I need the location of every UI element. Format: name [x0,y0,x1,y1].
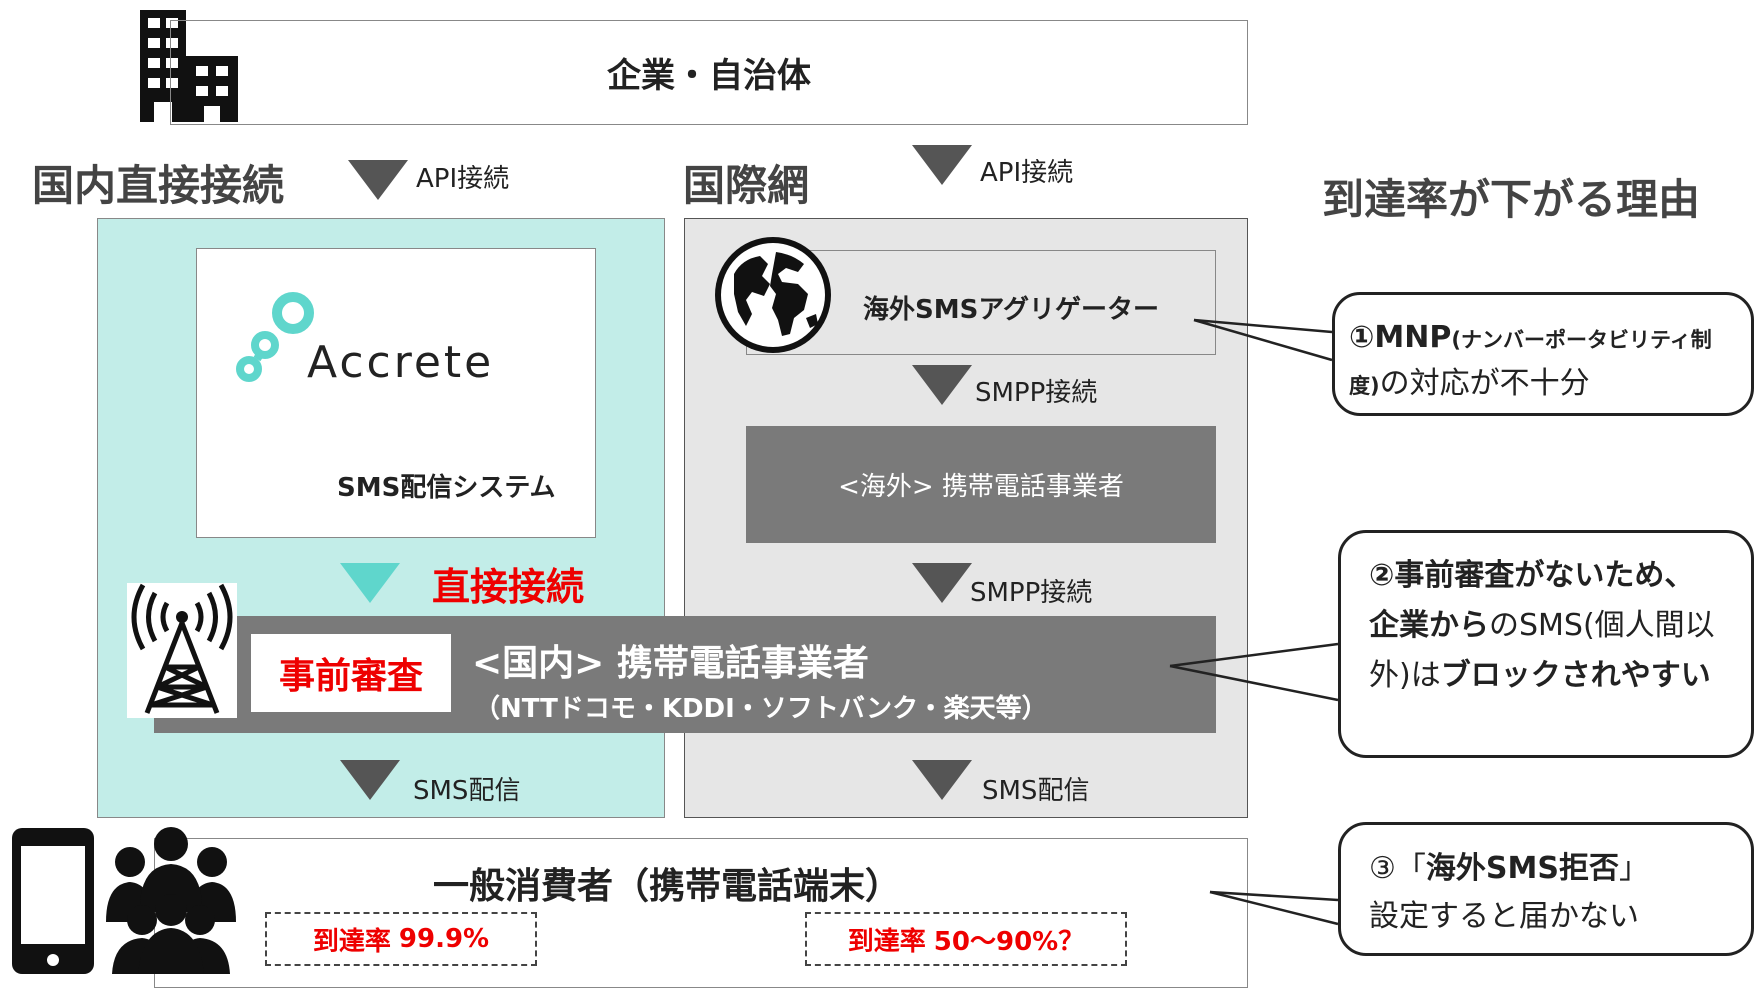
api-arrow-right [912,145,972,185]
aggregator-label: 海外SMSアグリゲーター [863,295,1160,325]
rate-right-label: 到達率 [847,926,926,957]
globe-icon [712,234,834,356]
accrete-logo-text: Accrete [307,337,495,388]
smpp-label-1: SMPP接続 [975,378,1098,408]
screening-badge-label: 事前審査 [278,656,423,697]
reasons-heading: 到達率が下がる理由 [1322,175,1701,224]
api-label-right: API接続 [980,158,1074,188]
api-label-left: API接続 [416,164,510,194]
api-arrow-left [348,160,408,200]
sms-label-right: SMS配信 [982,776,1090,806]
enterprise-title: 企業・自治体 [607,56,811,96]
reason2-c: のSMS(個人間以外)は [1369,608,1715,693]
people-group-icon [102,824,240,974]
reason-callout-3: ③「海外SMS拒否」 設定すると届かない [1338,822,1754,956]
screening-badge: 事前審査 [251,634,451,712]
smpp-arrow-1 [912,365,972,405]
direct-arrow [340,563,400,603]
smpp-label-2: SMPP接続 [970,578,1093,608]
domestic-carrier-subtitle: （NTTドコモ・KDDI・ソフトバンク・楽天等） [474,694,1048,724]
reason1-note: (ナンバーポータビリティ制度) [1349,328,1712,398]
domestic-carrier-title: <国内> 携帯電話事業者 [472,643,869,684]
rate-right-value: 50〜90%？ [933,926,1085,957]
direct-connection-label: 直接接続 [432,565,585,609]
sms-arrow-right [912,760,972,800]
reason1-tail: の対応が不十分 [1379,366,1590,401]
reason2-b: 企業から [1369,608,1489,643]
international-heading: 国際網 [683,161,810,210]
accrete-system-box: Accrete SMS配信システム [196,248,596,538]
antenna-tower-icon [127,583,237,718]
sms-label-left: SMS配信 [413,776,521,806]
rate-right-box: 到達率 50〜90%？ [805,912,1127,966]
reason3-b: 海外SMS拒否 [1425,851,1619,886]
reason1-main: ①MNP [1349,320,1452,355]
reason2-d: ブロックされやすい [1440,658,1711,693]
overseas-carrier-box: <海外> 携帯電話事業者 [746,426,1216,543]
reason-callout-2: ②事前審査がないため、 企業からのSMS(個人間以外)はブロックされやすい [1338,530,1754,758]
reason3-d: 設定すると届かない [1369,899,1639,934]
smpp-arrow-2 [912,563,972,603]
reason2-a: ②事前審査がないため、 [1369,558,1695,593]
reason-callout-1: ①MNP(ナンバーポータビリティ制度)の対応が不十分 [1332,292,1754,416]
enterprise-box: 企業・自治体 [170,20,1248,125]
sms-system-label: SMS配信システム [337,473,556,503]
rate-left-label: 到達率 [312,926,391,957]
consumer-title: 一般消費者（携帯電話端末） [433,866,902,907]
rate-left-value: 99.9% [398,924,490,954]
reason3-a: ③「 [1369,851,1426,886]
sms-arrow-left [340,760,400,800]
reason3-c: 」 [1618,851,1649,886]
accrete-logo-icon [235,291,317,386]
rate-left-box: 到達率 99.9% [265,912,537,966]
smartphone-icon [12,828,94,974]
domestic-heading: 国内直接接続 [32,161,285,210]
overseas-carrier-label: <海外> 携帯電話事業者 [838,472,1124,502]
building-icon [130,10,240,122]
